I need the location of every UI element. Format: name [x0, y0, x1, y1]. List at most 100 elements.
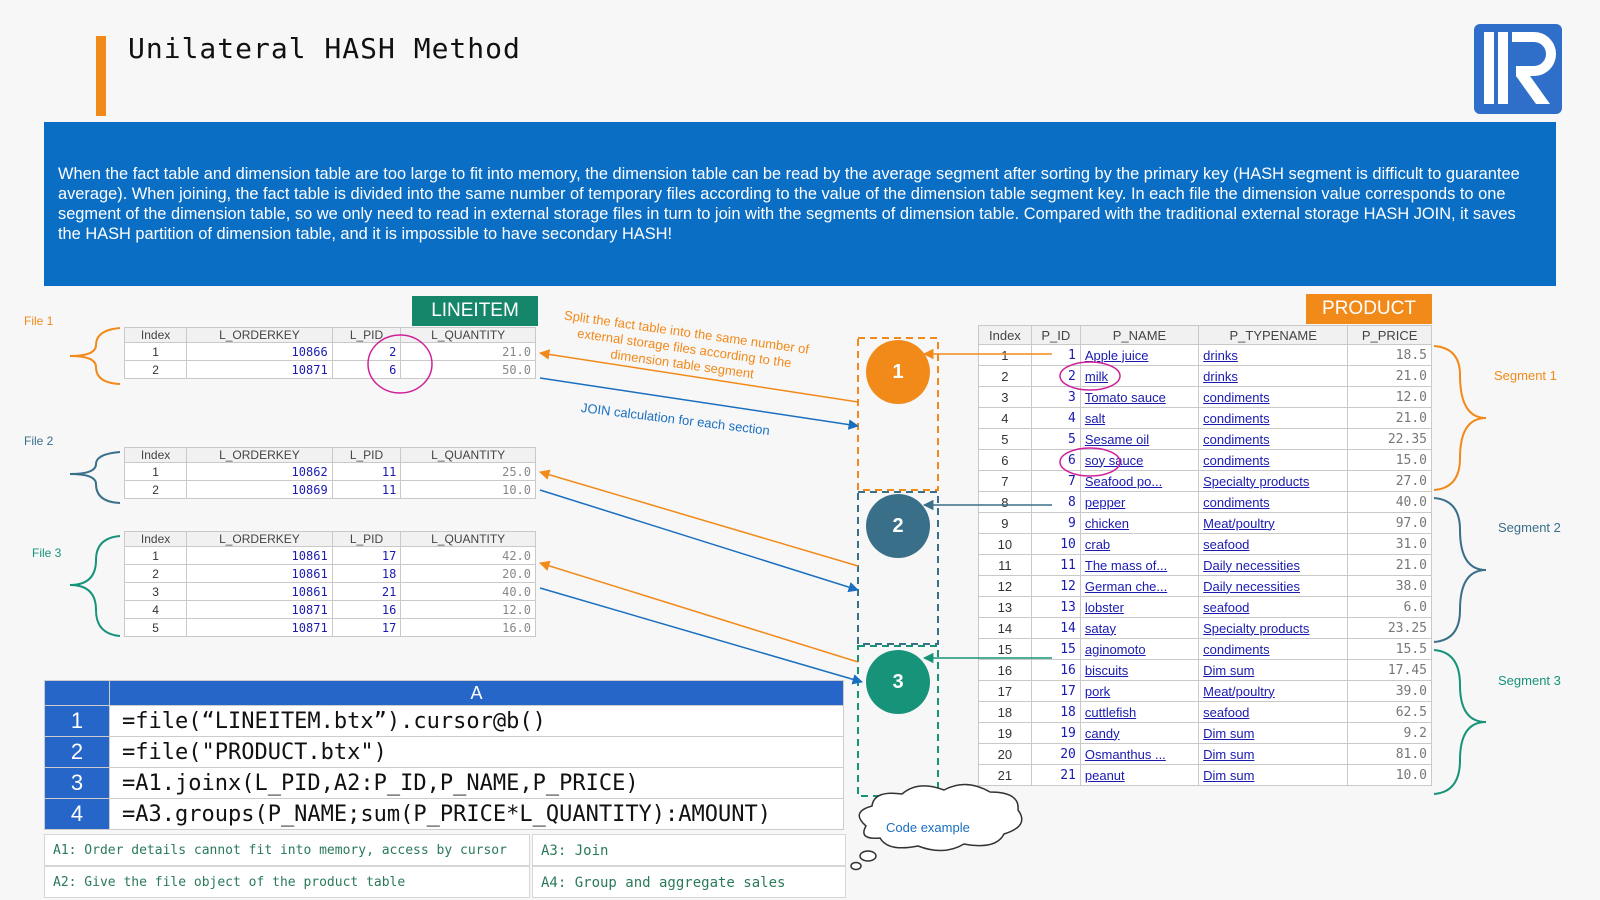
cell: 25.0	[400, 462, 536, 481]
row-header-corner	[44, 680, 110, 706]
cell: 2	[123, 360, 188, 379]
column-header: Index	[123, 447, 188, 463]
cell[interactable]: Tomato sauce	[1079, 386, 1200, 408]
cell: 10.0	[1347, 764, 1432, 786]
note-a3: A3: Join	[532, 834, 846, 866]
cell[interactable]: Dim sum	[1198, 764, 1349, 786]
cell: 21	[331, 582, 402, 601]
code-row: 4=A3.groups(P_NAME;sum(P_PRICE*L_QUANTIT…	[44, 798, 844, 830]
segment-3-label: Segment 3	[1498, 673, 1561, 688]
segment-circle-2: 2	[866, 494, 930, 558]
join-arrow-3	[539, 587, 864, 685]
column-header: P_PRICE	[1347, 325, 1432, 345]
cell: 20.0	[400, 564, 536, 583]
cell[interactable]: Daily necessities	[1198, 554, 1349, 576]
highlight-ellipse	[367, 334, 433, 394]
cell[interactable]: peanut	[1079, 764, 1200, 786]
code-row: 2=file("PRODUCT.btx")	[44, 736, 844, 768]
join-arrow-2	[539, 489, 860, 593]
cell: 10869	[186, 480, 333, 499]
file-2-label: File 2	[24, 434, 54, 448]
cell: 11	[331, 480, 402, 499]
cell: 50.0	[400, 360, 536, 379]
cell: 17	[1030, 680, 1081, 702]
cell[interactable]: pork	[1079, 680, 1200, 702]
cell: 19	[1030, 722, 1081, 744]
segment-2-brace	[1433, 497, 1487, 643]
segment-box-2	[857, 491, 939, 645]
segment-1-label: Segment 1	[1494, 368, 1557, 383]
row-number: 4	[44, 798, 110, 830]
join-arrow-1	[539, 377, 860, 430]
cell[interactable]: condiments	[1198, 491, 1349, 513]
cell[interactable]: Specialty products	[1198, 470, 1349, 492]
segment-2-label: Segment 2	[1498, 520, 1561, 535]
column-header: L_QUANTITY	[400, 327, 536, 343]
cell: 31.0	[1347, 533, 1432, 555]
file-1-label: File 1	[24, 314, 54, 328]
cell: 18.5	[1347, 344, 1432, 366]
column-header: L_QUANTITY	[400, 531, 536, 547]
cell[interactable]: seafood	[1198, 701, 1349, 723]
row-number: 1	[44, 705, 110, 737]
cell: 27.0	[1347, 470, 1432, 492]
column-header: P_TYPENAME	[1198, 325, 1349, 345]
file-3-brace	[69, 535, 121, 637]
segment-circle-3: 3	[866, 650, 930, 714]
code-row: 3=A1.joinx(L_PID,A2:P_ID,P_NAME,P_PRICE)	[44, 767, 844, 799]
code-grid: A 1=file(“LINEITEM.btx”).cursor@b() 2=fi…	[44, 680, 844, 830]
cell[interactable]: Daily necessities	[1198, 575, 1349, 597]
cell[interactable]: condiments	[1198, 638, 1349, 660]
segment-3-brace	[1433, 649, 1487, 795]
code-cell[interactable]: =A3.groups(P_NAME;sum(P_PRICE*L_QUANTITY…	[109, 798, 844, 830]
description-banner: When the fact table and dimension table …	[44, 122, 1556, 286]
cell[interactable]: chicken	[1079, 512, 1200, 534]
cell: 23.25	[1347, 617, 1432, 639]
column-header: Index	[123, 531, 188, 547]
cell: 97.0	[1347, 512, 1432, 534]
cell[interactable]: salt	[1079, 407, 1200, 429]
cell: 10871	[186, 618, 333, 637]
cell: 16.0	[400, 618, 536, 637]
segment-circle-1: 1	[866, 340, 930, 404]
title-accent-bar	[96, 36, 106, 116]
cell[interactable]: condiments	[1198, 449, 1349, 471]
product-tag: PRODUCT	[1306, 294, 1432, 324]
cell: 10	[978, 533, 1032, 555]
cell: 12.0	[400, 600, 536, 619]
lineitem-tag: LINEITEM	[412, 296, 538, 326]
cell: 10861	[186, 546, 333, 565]
cell[interactable]: condiments	[1198, 386, 1349, 408]
highlight-ellipse	[1059, 361, 1121, 391]
code-cell[interactable]: =A1.joinx(L_PID,A2:P_ID,P_NAME,P_PRICE)	[109, 767, 844, 799]
code-cell[interactable]: =file("PRODUCT.btx")	[109, 736, 844, 768]
code-cell[interactable]: =file(“LINEITEM.btx”).cursor@b()	[109, 705, 844, 737]
cell: 39.0	[1347, 680, 1432, 702]
column-a-header: A	[109, 680, 844, 706]
cell[interactable]: cuttlefish	[1079, 701, 1200, 723]
segment-box-1	[857, 337, 939, 491]
column-header: Index	[123, 327, 188, 343]
cell[interactable]: Specialty products	[1198, 617, 1349, 639]
cell: 16	[1030, 659, 1081, 681]
cell[interactable]: Seafood po...	[1079, 470, 1200, 492]
